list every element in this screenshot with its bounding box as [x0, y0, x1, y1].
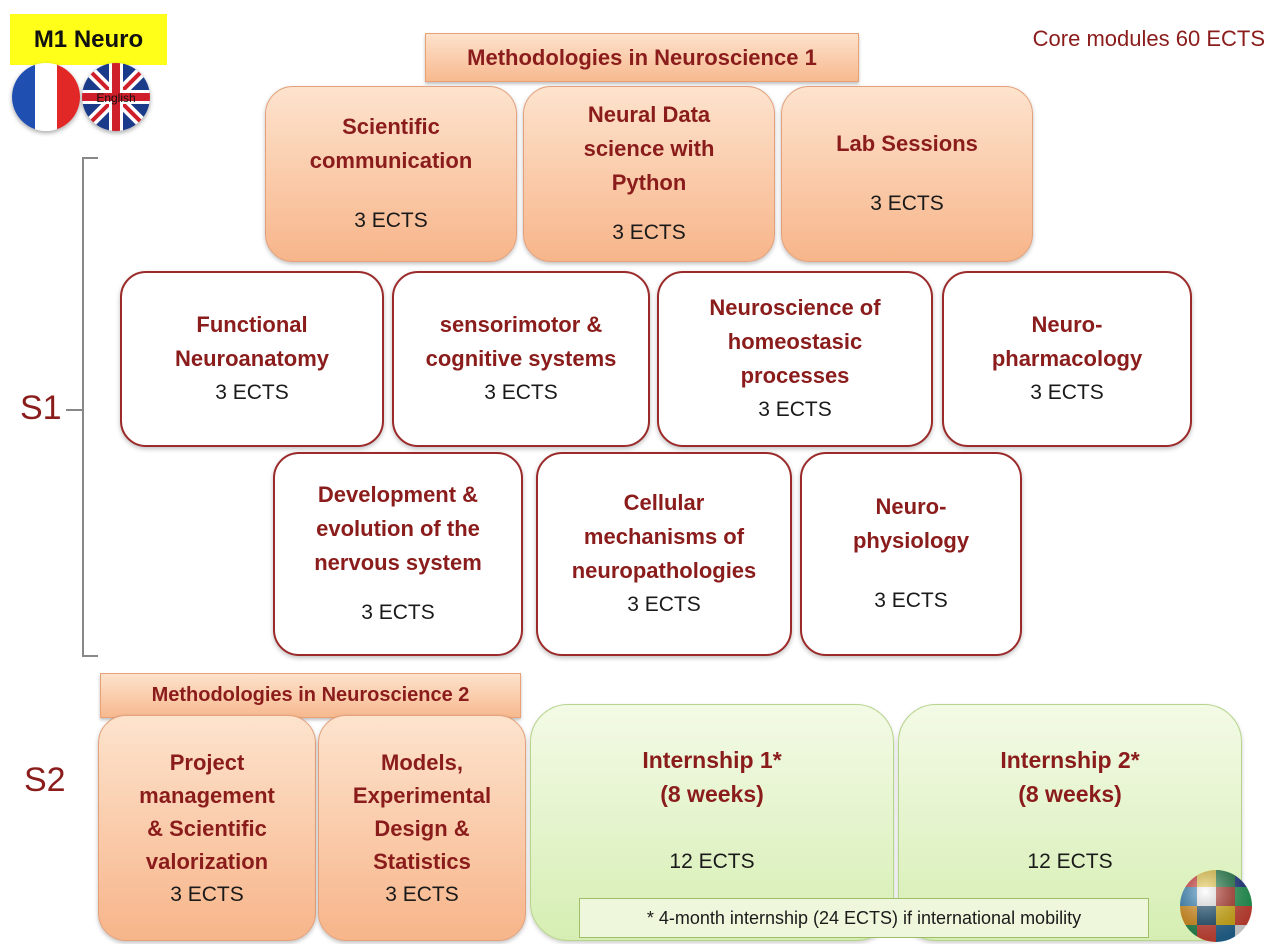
program-badge: M1 Neuro	[10, 14, 167, 65]
module-cellular-mechanisms[interactable]: Cellular mechanisms of neuropathologies …	[536, 452, 792, 656]
module-homeostasic-processes[interactable]: Neuroscience of homeostasic processes 3 …	[657, 271, 933, 447]
module-neural-data-science[interactable]: Neural Data science with Python 3 ECTS	[523, 86, 775, 262]
flag-english-label: English	[96, 91, 135, 105]
module-neurophysiology[interactable]: Neuro- physiology 3 ECTS	[800, 452, 1022, 656]
module-models-statistics[interactable]: Models, Experimental Design & Statistics…	[318, 715, 526, 941]
french-flag-icon[interactable]	[12, 63, 80, 131]
english-flag-icon[interactable]: English	[82, 63, 150, 131]
s1-bracket	[82, 157, 98, 657]
globe-flags-icon	[1178, 868, 1254, 944]
module-functional-neuroanatomy[interactable]: Functional Neuroanatomy 3 ECTS	[120, 271, 384, 447]
s1-bracket-tick	[66, 409, 83, 411]
semester-s2-label: S2	[24, 761, 66, 799]
module-sensorimotor-cognitive[interactable]: sensorimotor & cognitive systems 3 ECTS	[392, 271, 650, 447]
module-lab-sessions[interactable]: Lab Sessions 3 ECTS	[781, 86, 1033, 262]
internship-footnote: * 4-month internship (24 ECTS) if intern…	[579, 898, 1149, 938]
methodologies-2-header: Methodologies in Neuroscience 2	[100, 673, 521, 718]
module-scientific-communication[interactable]: Scientific communication 3 ECTS	[265, 86, 517, 262]
semester-s1-label: S1	[20, 389, 62, 427]
module-development-evolution[interactable]: Development & evolution of the nervous s…	[273, 452, 523, 656]
module-project-management[interactable]: Project management & Scientific valoriza…	[98, 715, 316, 941]
methodologies-1-header: Methodologies in Neuroscience 1	[425, 33, 859, 82]
module-neuropharmacology[interactable]: Neuro- pharmacology 3 ECTS	[942, 271, 1192, 447]
core-modules-label: Core modules 60 ECTS	[1032, 26, 1265, 51]
